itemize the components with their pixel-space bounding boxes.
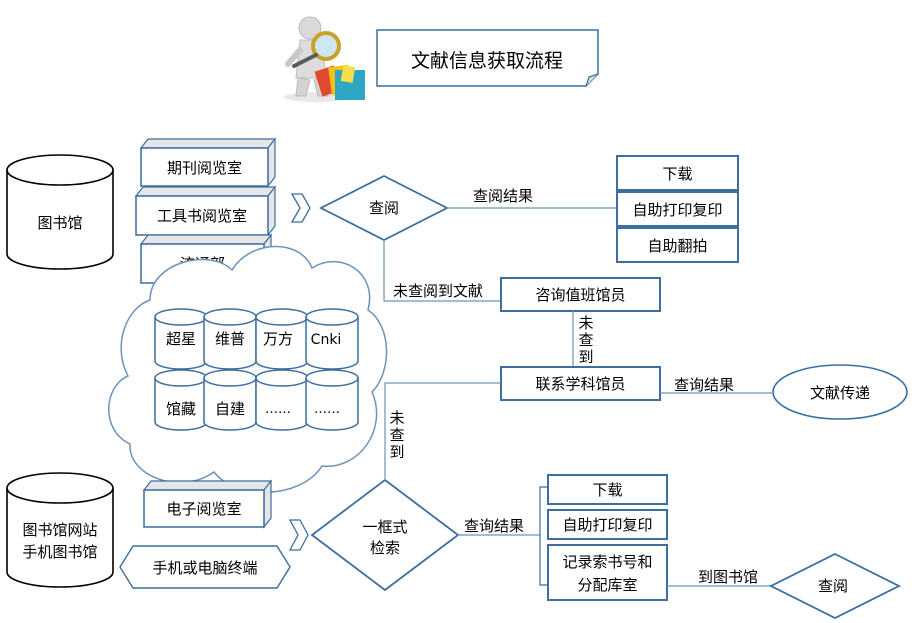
not-found-2-a: 未 — [389, 409, 404, 427]
person-magnifier-books-icon — [284, 16, 365, 102]
website-line1: 图书馆网站 — [22, 521, 97, 539]
download-box-top: 下载 — [616, 155, 739, 191]
download-top-label: 下载 — [662, 165, 692, 183]
website-line2: 手机图书馆 — [22, 543, 97, 561]
database-cloud — [108, 245, 388, 493]
not-found-1-c: 到 — [578, 348, 593, 366]
query-top-label: 查阅 — [369, 199, 399, 217]
consult-librarian-box: 咨询值班馆员 — [500, 277, 661, 312]
record-line1: 记录索书号和 — [562, 553, 652, 571]
not-found-top-label: 未查阅到文献 — [393, 282, 483, 300]
chevron-right-icon — [288, 519, 309, 551]
download-bottom-label: 下载 — [592, 481, 622, 499]
db-chaoxing-cylinder: 超星 — [154, 308, 208, 370]
db-cnki-label: Cnki — [311, 332, 342, 348]
db-more1-cylinder: …… — [255, 369, 309, 431]
consult-librarian-label: 咨询值班馆员 — [535, 286, 625, 304]
db-guancang-cylinder: 馆藏 — [154, 369, 208, 431]
subject-librarian-box: 联系学科馆员 — [500, 366, 661, 401]
search-line1: 一框式 — [362, 518, 407, 536]
db-wanfang-label: 万方 — [263, 330, 293, 348]
photo-box-top: 自助翻拍 — [616, 227, 739, 263]
query-diamond-top: 查阅 — [319, 174, 449, 242]
query-result-mid-label: 查询结果 — [674, 376, 734, 394]
not-found-1-b: 查 — [578, 331, 593, 349]
search-line2: 检索 — [370, 539, 400, 557]
photo-top-label: 自助翻拍 — [647, 237, 707, 255]
db-chaoxing-label: 超星 — [166, 330, 196, 348]
db-weipu-cylinder: 维普 — [203, 308, 257, 370]
edge-search-to-subject — [384, 382, 501, 480]
periodical-room-label: 期刊阅览室 — [167, 159, 242, 177]
print-top-label: 自助打印复印 — [632, 201, 722, 219]
db-cnki-cylinder: Cnki — [305, 308, 359, 370]
record-box: 记录索书号和 分配库室 — [547, 544, 668, 601]
to-library-label: 到图书馆 — [698, 568, 758, 586]
result-bracket — [539, 486, 548, 586]
title-box: 文献信息获取流程 — [376, 29, 599, 87]
download-box-bottom: 下载 — [547, 474, 668, 505]
e-reading-room-label: 电子阅览室 — [166, 500, 241, 518]
search-diamond: 一框式 检索 — [310, 478, 460, 592]
db-more2-label: …… — [314, 402, 340, 417]
db-zijian-cylinder: 自建 — [203, 369, 257, 431]
query-bottom-label: 查阅 — [818, 577, 848, 595]
chevron-right-icon — [290, 193, 311, 223]
reference-room-box: 工具书阅览室 — [134, 185, 277, 237]
periodical-room-box: 期刊阅览室 — [139, 137, 277, 188]
library-label: 图书馆 — [37, 214, 82, 232]
db-more1-label: …… — [265, 402, 291, 417]
not-found-1-a: 未 — [578, 314, 593, 332]
print-box-bottom: 自助打印复印 — [547, 509, 668, 540]
subject-librarian-label: 联系学科馆员 — [535, 375, 625, 393]
db-more2-cylinder: …… — [305, 369, 359, 431]
record-line2: 分配库室 — [577, 576, 637, 594]
doc-delivery-label: 文献传递 — [810, 384, 870, 402]
print-bottom-label: 自助打印复印 — [562, 516, 652, 534]
terminal-label: 手机或电脑终端 — [152, 559, 257, 577]
library-cylinder: 图书馆 — [6, 154, 114, 270]
page-title: 文献信息获取流程 — [411, 50, 563, 72]
e-reading-room-box: 电子阅览室 — [142, 479, 273, 529]
website-cylinder: 图书馆网站 手机图书馆 — [6, 472, 114, 588]
db-wanfang-cylinder: 万方 — [255, 308, 309, 370]
db-guancang-label: 馆藏 — [166, 400, 196, 418]
not-found-2-b: 查 — [389, 426, 404, 444]
doc-delivery-ellipse: 文献传递 — [772, 364, 908, 420]
query-result-top-label: 查阅结果 — [473, 187, 533, 205]
db-zijian-label: 自建 — [215, 400, 245, 418]
query-diamond-bottom: 查阅 — [768, 552, 902, 620]
db-weipu-label: 维普 — [215, 330, 245, 348]
query-result-bottom-label: 查询结果 — [464, 517, 524, 535]
print-box-top: 自助打印复印 — [616, 191, 739, 227]
not-found-2-c: 到 — [389, 443, 404, 461]
edge-not-found — [383, 240, 500, 302]
terminal-hexagon: 手机或电脑终端 — [119, 545, 291, 589]
reference-room-label: 工具书阅览室 — [157, 207, 247, 225]
